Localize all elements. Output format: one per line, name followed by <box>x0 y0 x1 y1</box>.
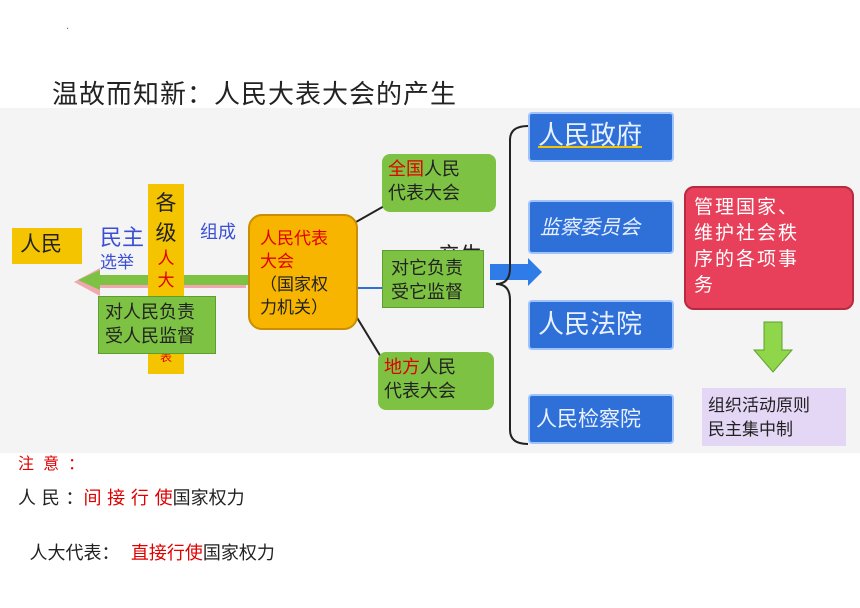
organ-supervision-box: 监察委员会 <box>528 200 674 254</box>
manage-line1: 管理国家、 <box>694 196 800 218</box>
down-arrow <box>752 321 794 373</box>
notes-line2-highlight: 直接行使 <box>130 543 203 564</box>
people-label: 人民 <box>20 232 62 256</box>
local-npc-rest: 人民 <box>420 357 456 378</box>
notes-line1-rest: 国家权力 <box>172 488 245 509</box>
decorative-dot: · <box>66 24 70 35</box>
organ-supervision-label: 监察委员会 <box>540 215 640 239</box>
produce-arrow <box>490 258 542 286</box>
manage-line3: 序的各项事 <box>694 248 800 270</box>
responsible-it-line1: 对它负责 <box>391 258 463 279</box>
manage-line4: 务 <box>694 274 716 296</box>
organ-court-box: 人民法院 <box>528 300 674 350</box>
local-npc-red: 地方 <box>384 357 420 378</box>
npc-line4: 力机关） <box>260 298 328 318</box>
notes-line2-subject: 人大代表： <box>29 543 131 564</box>
principle-line1: 组织活动原则 <box>708 396 810 416</box>
deputies-char-4: 大 <box>157 271 175 291</box>
deputies-char-3: 人 <box>157 249 175 269</box>
local-npc-box: 地方人民 代表大会 <box>378 352 494 410</box>
responsible-to-it-box: 对它负责 受它监督 <box>382 250 484 308</box>
organ-procuratorate-box: 人民检察院 <box>528 394 674 444</box>
national-npc-line2: 代表大会 <box>388 183 460 204</box>
notes-line1: 人 民 ：间 接 行 使国家权力 <box>18 484 245 510</box>
notes-line2-rest: 国家权力 <box>202 543 275 564</box>
organ-court-label: 人民法院 <box>538 310 643 340</box>
responsible-to-people-box: 对人民负责 受人民监督 <box>98 296 216 354</box>
manage-line2: 维护社会秩 <box>694 222 800 244</box>
organ-government-label: 人民政府 <box>538 121 643 151</box>
responsible-it-line2: 受它监督 <box>391 282 463 303</box>
deputies-char-2: 级 <box>155 221 177 245</box>
organ-procuratorate-label: 人民检察院 <box>536 407 641 431</box>
local-npc-line2: 代表大会 <box>384 381 456 402</box>
deputies-char-1: 各 <box>155 191 177 215</box>
organs-bracket <box>495 125 529 445</box>
election-label: 选举 <box>100 253 134 273</box>
national-npc-box: 全国人民 代表大会 <box>382 154 496 212</box>
notes-line2: 人大代表： 直接行使国家权力 <box>18 518 275 565</box>
people-box: 人民 <box>12 228 82 264</box>
national-npc-rest: 人民 <box>424 159 460 180</box>
compose-label: 组成 <box>200 222 236 243</box>
principle-box: 组织活动原则 民主集中制 <box>702 388 846 446</box>
npc-line3: （国家权 <box>260 275 328 295</box>
democracy-label: 民主 <box>100 226 145 251</box>
notes-line1-subject: 人 民 ： <box>18 488 84 509</box>
national-npc-red: 全国 <box>388 159 424 180</box>
npc-line1: 人民代表 <box>260 229 328 249</box>
npc-box: 人民代表 大会 （国家权 力机关） <box>248 214 358 330</box>
responsible-people-line2: 受人民监督 <box>105 326 195 347</box>
line-to-national <box>355 204 387 223</box>
npc-line2: 大会 <box>260 252 294 272</box>
manage-affairs-box: 管理国家、 维护社会秩 序的各项事 务 <box>684 186 854 310</box>
responsible-people-line1: 对人民负责 <box>105 302 195 323</box>
notes-heading: 注 意 ： <box>18 454 87 473</box>
notes-line1-highlight: 间 接 行 使 <box>83 488 173 509</box>
organ-government-box: 人民政府 <box>528 112 674 162</box>
principle-line2: 民主集中制 <box>708 420 793 440</box>
page-title: 温故而知新：人民大表大会的产生 <box>52 80 458 110</box>
